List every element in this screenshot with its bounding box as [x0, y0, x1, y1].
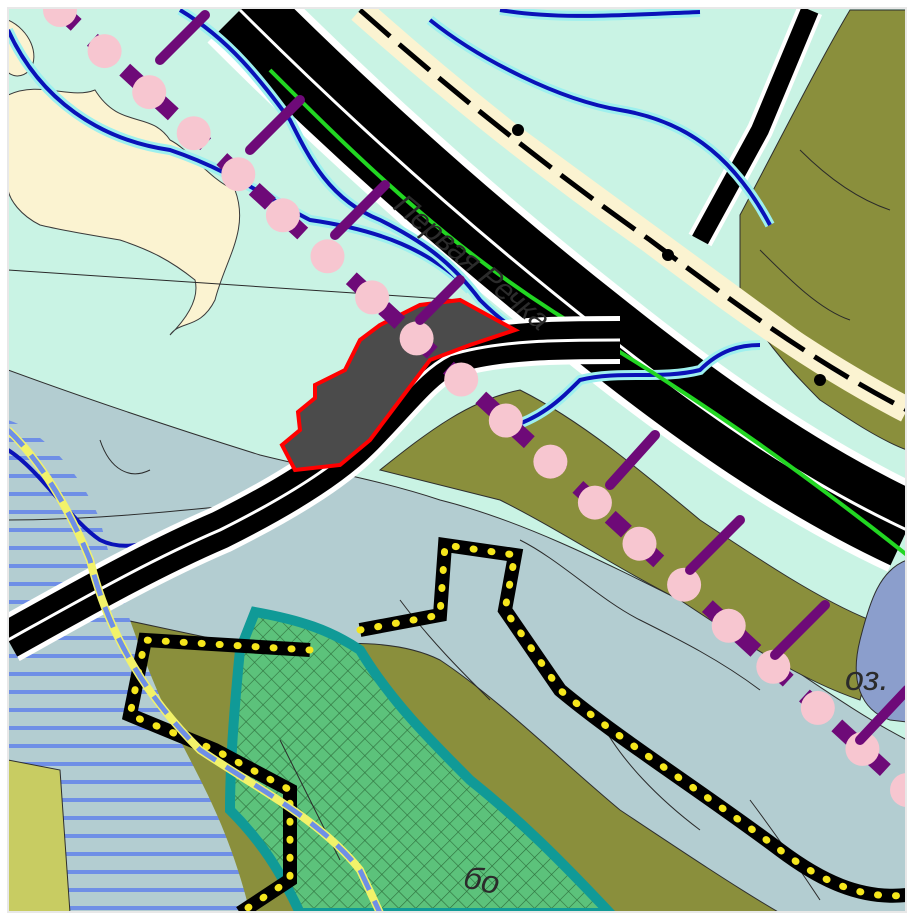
power-pole-marker [399, 321, 434, 356]
selected-parcel[interactable] [279, 297, 520, 473]
power-pole-marker [756, 649, 791, 684]
power-pole-marker [87, 34, 122, 69]
power-line [43, 8, 907, 807]
map-border [7, 7, 907, 913]
agri-area [8, 759, 71, 913]
hatched-zone [8, 420, 250, 913]
power-pole-marker [533, 444, 568, 479]
bottom-label: бо [461, 859, 503, 902]
power-pole-marker [890, 773, 907, 807]
boundary-lines [122, 537, 907, 913]
power-pole-marker [310, 239, 345, 274]
power-pole-marker [622, 526, 657, 561]
power-pole-marker [43, 8, 77, 27]
power-pole-marker [265, 198, 300, 233]
power-pole-marker [176, 116, 211, 151]
power-pole-marker [488, 403, 523, 438]
power-pole-marker [355, 280, 390, 315]
power-pole-marker [444, 362, 479, 397]
lake-label: оз. [845, 660, 889, 698]
power-pole-marker [221, 157, 256, 192]
power-pole-marker [845, 731, 880, 766]
rivers [8, 8, 775, 548]
railway-station-dots [512, 124, 826, 386]
power-pole-marker [132, 75, 167, 110]
power-pole-marker [711, 608, 746, 643]
power-pole-marker [800, 690, 835, 725]
power-pole-marker [667, 567, 702, 602]
power-pole-marker [577, 485, 612, 520]
